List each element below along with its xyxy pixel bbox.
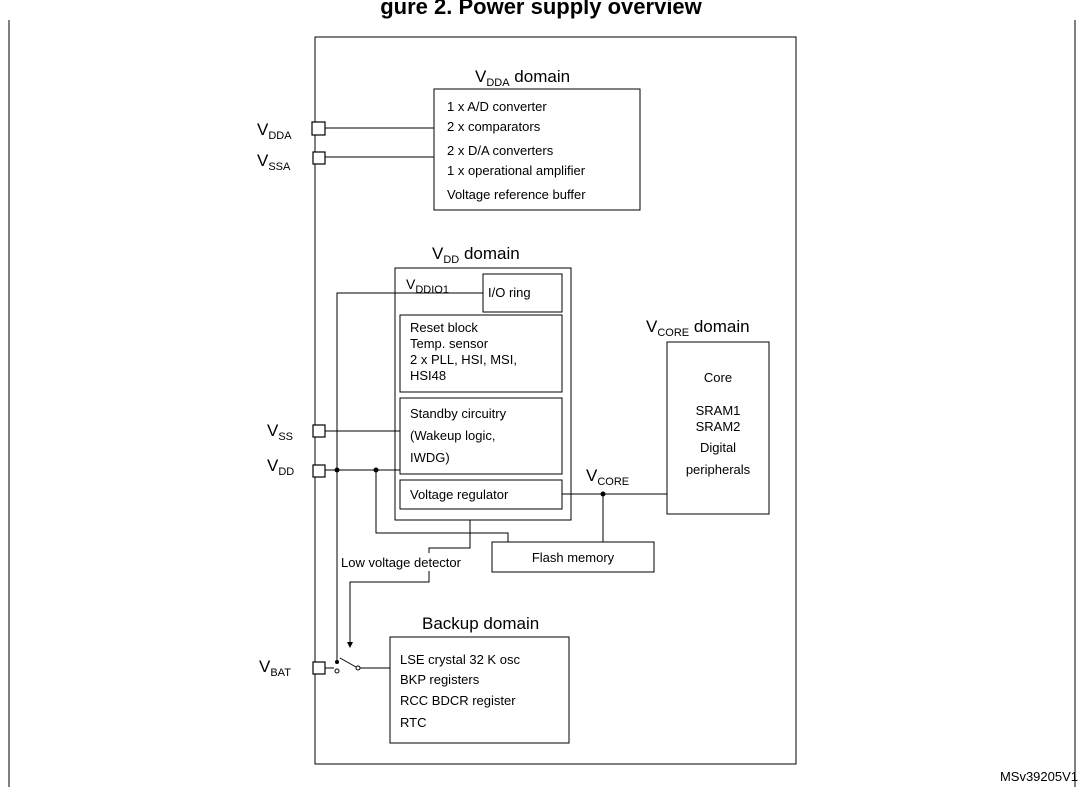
standby-line: (Wakeup logic, — [410, 428, 496, 443]
reset-block-line: 2 x PLL, HSI, MSI, — [410, 352, 517, 367]
flash-memory-label: Flash memory — [532, 550, 615, 565]
vbat-pin — [312, 661, 326, 675]
vdda-item: 2 x comparators — [447, 119, 541, 134]
backup-item: RCC BDCR register — [400, 693, 516, 708]
standby-line: Standby circuitry — [410, 406, 507, 421]
vcore-item: peripherals — [686, 462, 751, 477]
vcore-item: Digital — [700, 440, 736, 455]
vdda-pin — [311, 121, 326, 136]
vdda-item: 1 x A/D converter — [447, 99, 547, 114]
chip-outline — [314, 36, 797, 765]
backup-item: LSE crystal 32 K osc — [400, 652, 520, 667]
backup-domain-title: Backup domain — [422, 614, 539, 633]
vdd-pin-label: VDD — [267, 456, 294, 478]
figure-title: gure 2. Power supply overview — [380, 0, 702, 19]
flash-memory-box — [491, 541, 655, 573]
vssa-pin — [312, 151, 326, 165]
vdd-pin — [312, 464, 326, 478]
vcore-item: SRAM2 — [696, 419, 741, 434]
switch-contact — [334, 668, 340, 674]
backup-item: BKP registers — [400, 672, 480, 687]
lvd-arrow-icon — [347, 642, 353, 648]
reset-block-line: Reset block — [410, 320, 478, 335]
vcore-item: Core — [704, 370, 732, 385]
vdd-domain-title: VDD domain — [432, 244, 520, 266]
vss-pin — [312, 424, 326, 438]
vcore-domain-box — [666, 341, 770, 515]
reset-block-box — [399, 314, 563, 393]
vdda-item: 2 x D/A converters — [447, 143, 554, 158]
standby-line: IWDG) — [410, 450, 450, 465]
switch-lever — [339, 657, 357, 668]
low-voltage-detector-label: Low voltage detector — [341, 555, 462, 570]
vdda-item: Voltage reference buffer — [447, 187, 586, 202]
reset-block-line: Temp. sensor — [410, 336, 489, 351]
backup-domain-box — [389, 636, 570, 744]
standby-box — [399, 397, 563, 475]
io-ring-label: I/O ring — [488, 285, 531, 300]
vdda-domain-box — [433, 88, 641, 211]
vdda-item: 1 x operational amplifier — [447, 163, 586, 178]
vdda-domain-title: VDDA domain — [475, 67, 570, 89]
vcore-item: SRAM1 — [696, 403, 741, 418]
vdd-to-flash-wire — [375, 470, 509, 542]
vssa-pin-label: VSSA — [257, 151, 291, 173]
backup-item: RTC — [400, 715, 426, 730]
reset-block-line: HSI48 — [410, 368, 446, 383]
vcore-domain-title: VCORE domain — [646, 317, 750, 339]
vss-pin-label: VSS — [267, 421, 293, 443]
regulator-label: Voltage regulator — [410, 487, 509, 502]
vdda-pin-label: VDDA — [257, 120, 292, 142]
figure-ref: MSv39205V1 — [1000, 769, 1078, 784]
lvd-label-bg — [338, 553, 490, 571]
vcore-node-label: VCORE — [586, 466, 629, 488]
io-ring-box — [482, 273, 563, 313]
switch-pivot — [355, 665, 361, 671]
switch-contact — [335, 660, 339, 664]
vbat-pin-label: VBAT — [259, 657, 291, 679]
vddio1-wire — [336, 292, 483, 662]
